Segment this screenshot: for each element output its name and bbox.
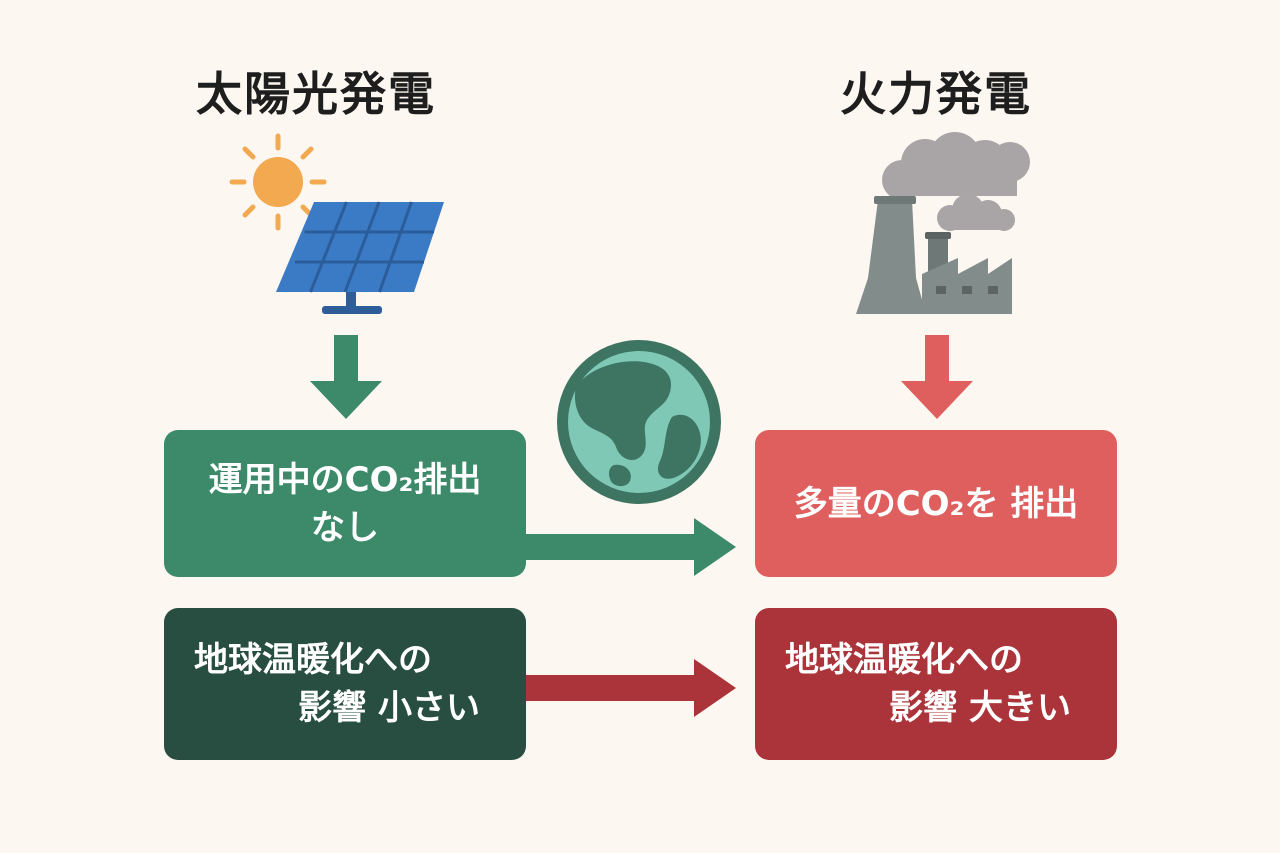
thermal-impact-box: 地球温暖化への 影響 大きい [755,608,1117,760]
solar-co2-line1: 運用中のCO₂排出 [208,459,482,500]
thermal-impact-line2: 影響 大きい [889,688,1071,728]
solar-co2-box: 運用中のCO₂排出 なし [164,430,526,577]
right-arrow-green [524,518,736,576]
power-plant-icon [856,132,1030,314]
solar-power-title: 太陽光発電 [196,67,436,121]
solar-impact-line2: 影響 小さい [298,688,480,728]
earth-globe-icon [557,340,721,504]
solar-impact-box: 地球温暖化への 影響 小さい [164,608,526,760]
smoke-icon [882,132,1030,231]
sun-icon [229,133,327,231]
thermal-power-title: 火力発電 [840,67,1032,121]
down-arrow-solar [310,335,382,419]
thermal-impact-line1: 地球温暖化への [785,640,1023,680]
thermal-co2-line1: 多量のCO₂を 排出 [793,483,1079,524]
solar-co2-line2: なし [311,507,379,548]
thermal-co2-box: 多量のCO₂を 排出 [755,430,1117,577]
right-arrow-red [524,659,736,717]
down-arrow-thermal [901,335,973,419]
solar-impact-line1: 地球温暖化への [194,640,432,680]
solar-panel-icon [276,201,444,314]
